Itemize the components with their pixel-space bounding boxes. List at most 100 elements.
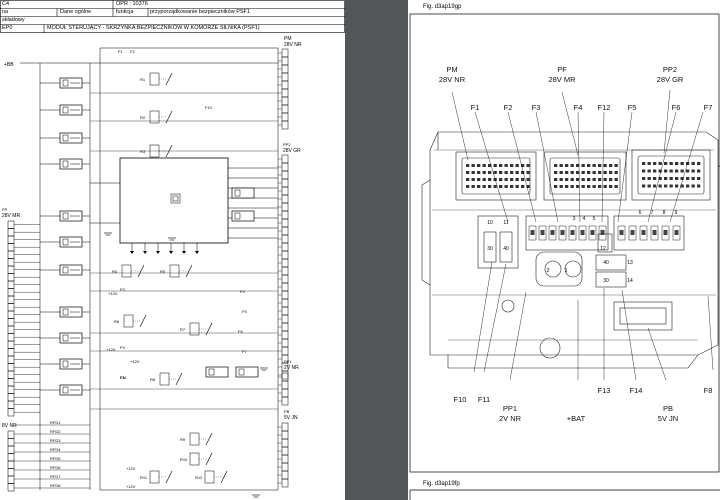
relay-r7: R7 bbox=[180, 322, 213, 336]
label-f11: F11 bbox=[478, 395, 490, 404]
fuse-symbol bbox=[231, 210, 255, 222]
rfd-line: RFD4 bbox=[14, 447, 90, 453]
fuse-symbol bbox=[40, 104, 90, 116]
fuse-symbol bbox=[40, 332, 90, 344]
box-number: 5 bbox=[593, 216, 596, 222]
supply-12v-label: +12V bbox=[126, 466, 136, 471]
label-bat: +BAT bbox=[567, 414, 586, 423]
fuse-symbol bbox=[205, 366, 229, 378]
box-number: 8 bbox=[663, 210, 666, 216]
figure-caption-bottom: Fig. d3ap19fp bbox=[423, 481, 460, 487]
label-f6: F6 bbox=[672, 103, 681, 112]
relay-r4: R4 bbox=[112, 264, 145, 278]
relay-label: R11 bbox=[140, 475, 148, 480]
relay-r2: R2 bbox=[140, 110, 173, 124]
fuse-symbol bbox=[40, 132, 90, 144]
label-f13: F13 bbox=[598, 386, 611, 395]
fuse-label-f4: F4 bbox=[240, 289, 245, 294]
label-pp2-voltage: 28V GR bbox=[657, 75, 684, 84]
relay-label: R1 bbox=[140, 77, 146, 82]
label-pm: PM bbox=[446, 65, 457, 74]
rfd-label: RFD4 bbox=[50, 447, 61, 452]
rfd-line: RFD2 bbox=[14, 429, 90, 435]
box-number: 30 bbox=[487, 246, 493, 252]
relay-label: R12 bbox=[195, 475, 203, 480]
label-pp2-sub: 28V GR bbox=[283, 148, 301, 154]
label-pb: PB bbox=[663, 404, 673, 413]
label-pm: PM bbox=[284, 36, 292, 42]
relay-label: R9 bbox=[180, 437, 186, 442]
relay-label: R5 bbox=[160, 269, 166, 274]
relay-label: R8 bbox=[150, 377, 156, 382]
box-number: 30 bbox=[603, 278, 609, 284]
bv-pin-strip bbox=[7, 430, 15, 492]
rfd-label: RFD2 bbox=[50, 429, 61, 434]
relay-label: R3 bbox=[140, 149, 146, 154]
label-bv: 8V NR bbox=[2, 423, 17, 429]
relay-r8: R8 bbox=[150, 372, 183, 386]
relay-r12: R12 bbox=[195, 470, 228, 484]
supply-12v-label: +12V bbox=[106, 347, 116, 352]
rfd-line: RFD8 bbox=[14, 483, 90, 489]
mini-fuse-row bbox=[483, 225, 681, 263]
supply-12v-label: +12V bbox=[130, 359, 140, 364]
label-pm-sub: 28V NR bbox=[284, 42, 302, 48]
label-pf-voltage: 28V MR bbox=[548, 75, 576, 84]
pb-pin-strip bbox=[278, 422, 289, 488]
relay-label: R7 bbox=[180, 327, 186, 332]
fuse-label-f8: F8 bbox=[120, 375, 125, 380]
fuse-symbol bbox=[40, 158, 90, 170]
fuse-box-page: Fig. d3ap19gp Fig. d3ap19fp bbox=[408, 0, 720, 500]
label-f10: F10 bbox=[454, 395, 467, 404]
box-number: 4 bbox=[583, 216, 586, 222]
fuse-label-f10: F10 bbox=[205, 105, 213, 110]
label-pp1: PP1 bbox=[503, 404, 517, 413]
label-f2: F2 bbox=[504, 103, 513, 112]
box-number: 40 bbox=[503, 246, 509, 252]
rfd-label: RFD5 bbox=[50, 456, 61, 461]
label-f5: F5 bbox=[628, 103, 637, 112]
rfd-line: RFD5 bbox=[14, 456, 90, 462]
box-number: 11 bbox=[503, 220, 508, 226]
fuse-symbol bbox=[40, 77, 90, 89]
fuse-label-f9: F9 bbox=[120, 345, 125, 350]
ground-symbol bbox=[252, 494, 260, 498]
fuse-symbol bbox=[40, 236, 90, 248]
ground-symbol bbox=[168, 237, 176, 241]
label-pb-sub: 5V JN bbox=[284, 415, 298, 421]
label-pf: PF bbox=[557, 65, 567, 74]
box-number: 12 bbox=[600, 246, 606, 252]
header-model: C4 bbox=[2, 1, 10, 7]
fuse-symbol bbox=[40, 264, 90, 276]
relay-label: R4 bbox=[112, 269, 118, 274]
header-row3-a: składowy bbox=[2, 17, 25, 23]
relay-r6: R6 bbox=[114, 314, 147, 328]
header-row4-a: EP0 bbox=[2, 25, 13, 31]
box-number: 14 bbox=[627, 278, 633, 284]
relay-r5: R5 bbox=[160, 264, 193, 278]
box-number: 9 bbox=[675, 210, 678, 216]
label-pb: PB bbox=[284, 409, 290, 414]
ground-symbol bbox=[104, 232, 112, 236]
label-pp1-sub: 2V NR bbox=[284, 365, 299, 371]
fuse-symbol bbox=[40, 306, 90, 318]
rfd-label: RFD6 bbox=[50, 465, 61, 470]
rfd-line: RFD7 bbox=[14, 474, 90, 480]
fuse-label-f3: F3 bbox=[120, 287, 125, 292]
box-number: 6 bbox=[639, 210, 642, 216]
supply-12v-label: +12V bbox=[126, 484, 136, 489]
header-row2-a: na bbox=[2, 9, 9, 15]
header-row2-c: funkcja bbox=[116, 9, 134, 15]
fuse-symbol bbox=[40, 384, 90, 396]
label-pb-voltage: 5V JN bbox=[658, 414, 678, 423]
rfd-label: RFD8 bbox=[50, 483, 61, 488]
header-row4-b: MODUŁ STERUJĄCY - SKRZYNKA BEZPIECZNIKÓW… bbox=[47, 25, 260, 31]
box-number: 1 bbox=[565, 268, 568, 274]
fuse-symbol bbox=[235, 366, 259, 378]
rfd-line: RFD3 bbox=[14, 438, 90, 444]
label-f7: F7 bbox=[704, 103, 713, 112]
relay-r1: R1 bbox=[140, 72, 173, 86]
rfd-line: RFD1 bbox=[14, 420, 90, 426]
rfd-label: RFD7 bbox=[50, 474, 61, 479]
